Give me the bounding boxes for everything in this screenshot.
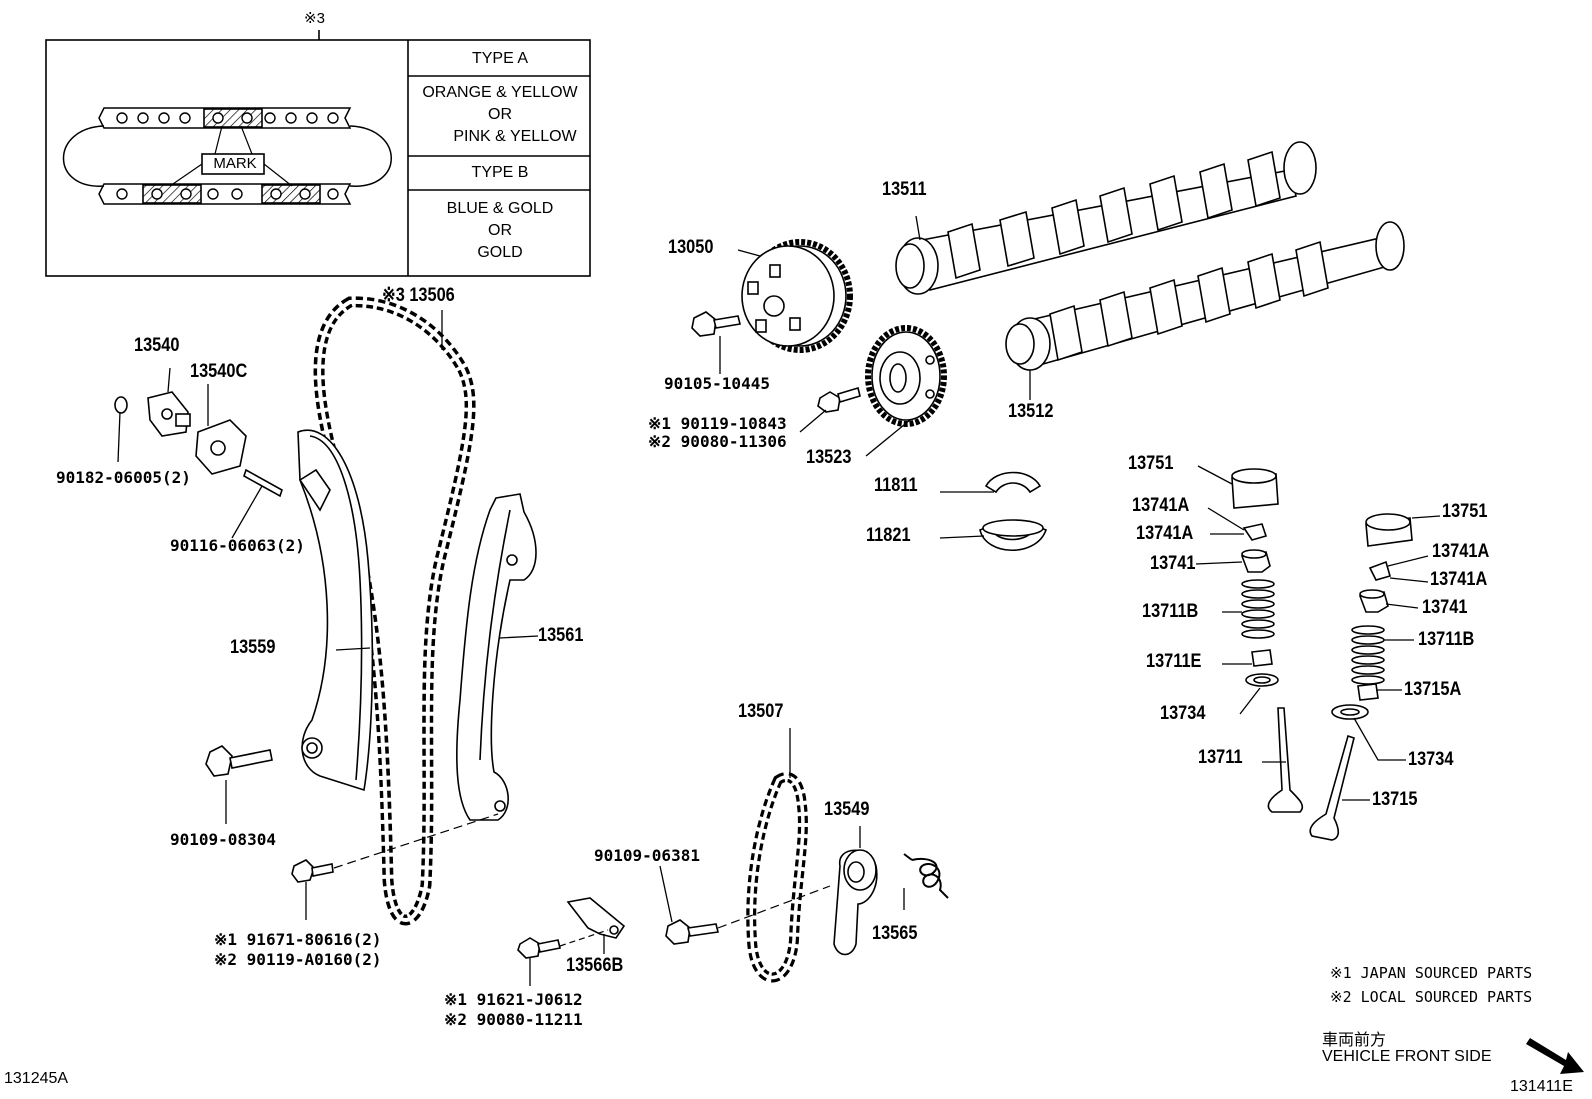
type-b-color-2: GOLD xyxy=(477,244,523,261)
mark-label: MARK xyxy=(213,155,257,172)
spring-13565 xyxy=(903,853,949,899)
part-label-90109-06381[interactable]: 90109-06381 xyxy=(594,846,700,865)
front-arrow-icon xyxy=(1526,1038,1584,1074)
note-japan-sourced: ※1 JAPAN SOURCED PARTS xyxy=(1330,964,1533,982)
part-label-90109-08304[interactable]: 90109-08304 xyxy=(170,830,276,849)
part-label-13566B[interactable]: 13566B xyxy=(566,955,624,976)
camshaft-13511 xyxy=(895,141,1317,295)
camshaft-13512 xyxy=(1005,221,1405,371)
bearings-11811-11821 xyxy=(979,471,1048,551)
vvt-gear-13050 xyxy=(741,239,853,353)
part-label-13711B-b[interactable]: 13711B xyxy=(1418,629,1475,650)
part-label-13540c[interactable]: 13540C xyxy=(190,361,248,382)
type-a-title: TYPE A xyxy=(471,50,529,67)
part-label-13734-a[interactable]: 13734 xyxy=(1160,703,1206,724)
diagram-code-right: 131411E xyxy=(1510,1078,1573,1095)
part-label-13741A-d[interactable]: 13741A xyxy=(1430,569,1488,590)
bolt-90119-10843 xyxy=(817,386,861,413)
part-label-91671-80616[interactable]: ※1 91671-80616(2) xyxy=(214,930,382,949)
type-b-color-1: BLUE & GOLD xyxy=(446,200,554,217)
part-label-13559[interactable]: 13559 xyxy=(230,637,276,658)
part-label-90105-10445[interactable]: 90105-10445 xyxy=(664,374,770,393)
front-label-en: VEHICLE FRONT SIDE xyxy=(1322,1048,1492,1065)
damper-13566B xyxy=(566,897,626,939)
front-label-jp: 車両前方 xyxy=(1322,1032,1387,1049)
type-a-color-1: ORANGE & YELLOW xyxy=(422,84,578,101)
type-a-color-2: PINK & YELLOW xyxy=(453,128,577,145)
part-label-90116-06063[interactable]: 90116-06063(2) xyxy=(170,536,305,555)
part-label-13715[interactable]: 13715 xyxy=(1372,789,1418,810)
bolt-90105 xyxy=(691,311,741,337)
tensioner-arm-13559 xyxy=(297,429,374,792)
valve-train-intake xyxy=(1231,468,1304,813)
part-label-13511[interactable]: 13511 xyxy=(882,179,927,200)
part-label-13565[interactable]: 13565 xyxy=(872,923,918,944)
part-label-13540[interactable]: 13540 xyxy=(134,335,180,356)
bolts-bottom xyxy=(517,885,831,959)
chain-mark-inset xyxy=(45,30,591,277)
chain-tensioner-13540 xyxy=(114,391,283,498)
part-label-13507[interactable]: 13507 xyxy=(738,701,784,722)
part-label-13741-b[interactable]: 13741 xyxy=(1422,597,1468,618)
part-label-13741A-c[interactable]: 13741A xyxy=(1432,541,1490,562)
part-label-13050[interactable]: 13050 xyxy=(668,237,714,258)
part-label-90119-10843[interactable]: ※1 90119-10843 xyxy=(648,414,787,433)
part-label-13751-b[interactable]: 13751 xyxy=(1442,501,1488,522)
part-label-13711B-a[interactable]: 13711B xyxy=(1142,601,1199,622)
leader-lines xyxy=(117,215,1441,986)
part-label-13751-a[interactable]: 13751 xyxy=(1128,453,1174,474)
part-label-13711[interactable]: 13711 xyxy=(1198,747,1243,768)
tensioner-13549 xyxy=(833,849,878,956)
part-label-13549[interactable]: 13549 xyxy=(824,799,870,820)
part-label-13715A[interactable]: 13715A xyxy=(1404,679,1462,700)
note-local-sourced: ※2 LOCAL SOURCED PARTS xyxy=(1330,988,1533,1006)
part-label-13561[interactable]: 13561 xyxy=(538,625,584,646)
part-label-13523[interactable]: 13523 xyxy=(806,447,852,468)
part-label-13506[interactable]: ※3 13506 xyxy=(382,285,455,306)
part-label-13741-a[interactable]: 13741 xyxy=(1150,553,1196,574)
part-label-13741A-b[interactable]: 13741A xyxy=(1136,523,1194,544)
diagram-code-left: 131245A xyxy=(4,1070,69,1087)
part-label-11821[interactable]: 11821 xyxy=(866,525,911,546)
sprocket-13523 xyxy=(865,325,947,427)
valve-train-exhaust xyxy=(1309,513,1413,841)
part-label-13734-b[interactable]: 13734 xyxy=(1408,749,1454,770)
part-label-11811[interactable]: 11811 xyxy=(874,475,918,496)
part-label-90080-11306[interactable]: ※2 90080-11306 xyxy=(648,432,787,451)
chain-guide-13561 xyxy=(456,493,537,821)
part-label-90080-11211[interactable]: ※2 90080-11211 xyxy=(444,1010,583,1029)
type-b-color-or: OR xyxy=(488,222,512,239)
balancer-chain-13507 xyxy=(746,772,808,983)
part-label-13741A-a[interactable]: 13741A xyxy=(1132,495,1190,516)
part-label-90119-A0160[interactable]: ※2 90119-A0160(2) xyxy=(214,950,382,969)
part-label-90182-06005[interactable]: 90182-06005(2) xyxy=(56,468,191,487)
part-label-13711E[interactable]: 13711E xyxy=(1146,651,1202,672)
type-b-title: TYPE B xyxy=(471,164,529,181)
type-a-color-or: OR xyxy=(488,106,512,123)
inset-marker: ※3 xyxy=(304,10,325,27)
part-label-13512[interactable]: 13512 xyxy=(1008,401,1054,422)
bolts-left xyxy=(205,745,499,883)
part-label-91621-J0612[interactable]: ※1 91621-J0612 xyxy=(444,990,583,1009)
